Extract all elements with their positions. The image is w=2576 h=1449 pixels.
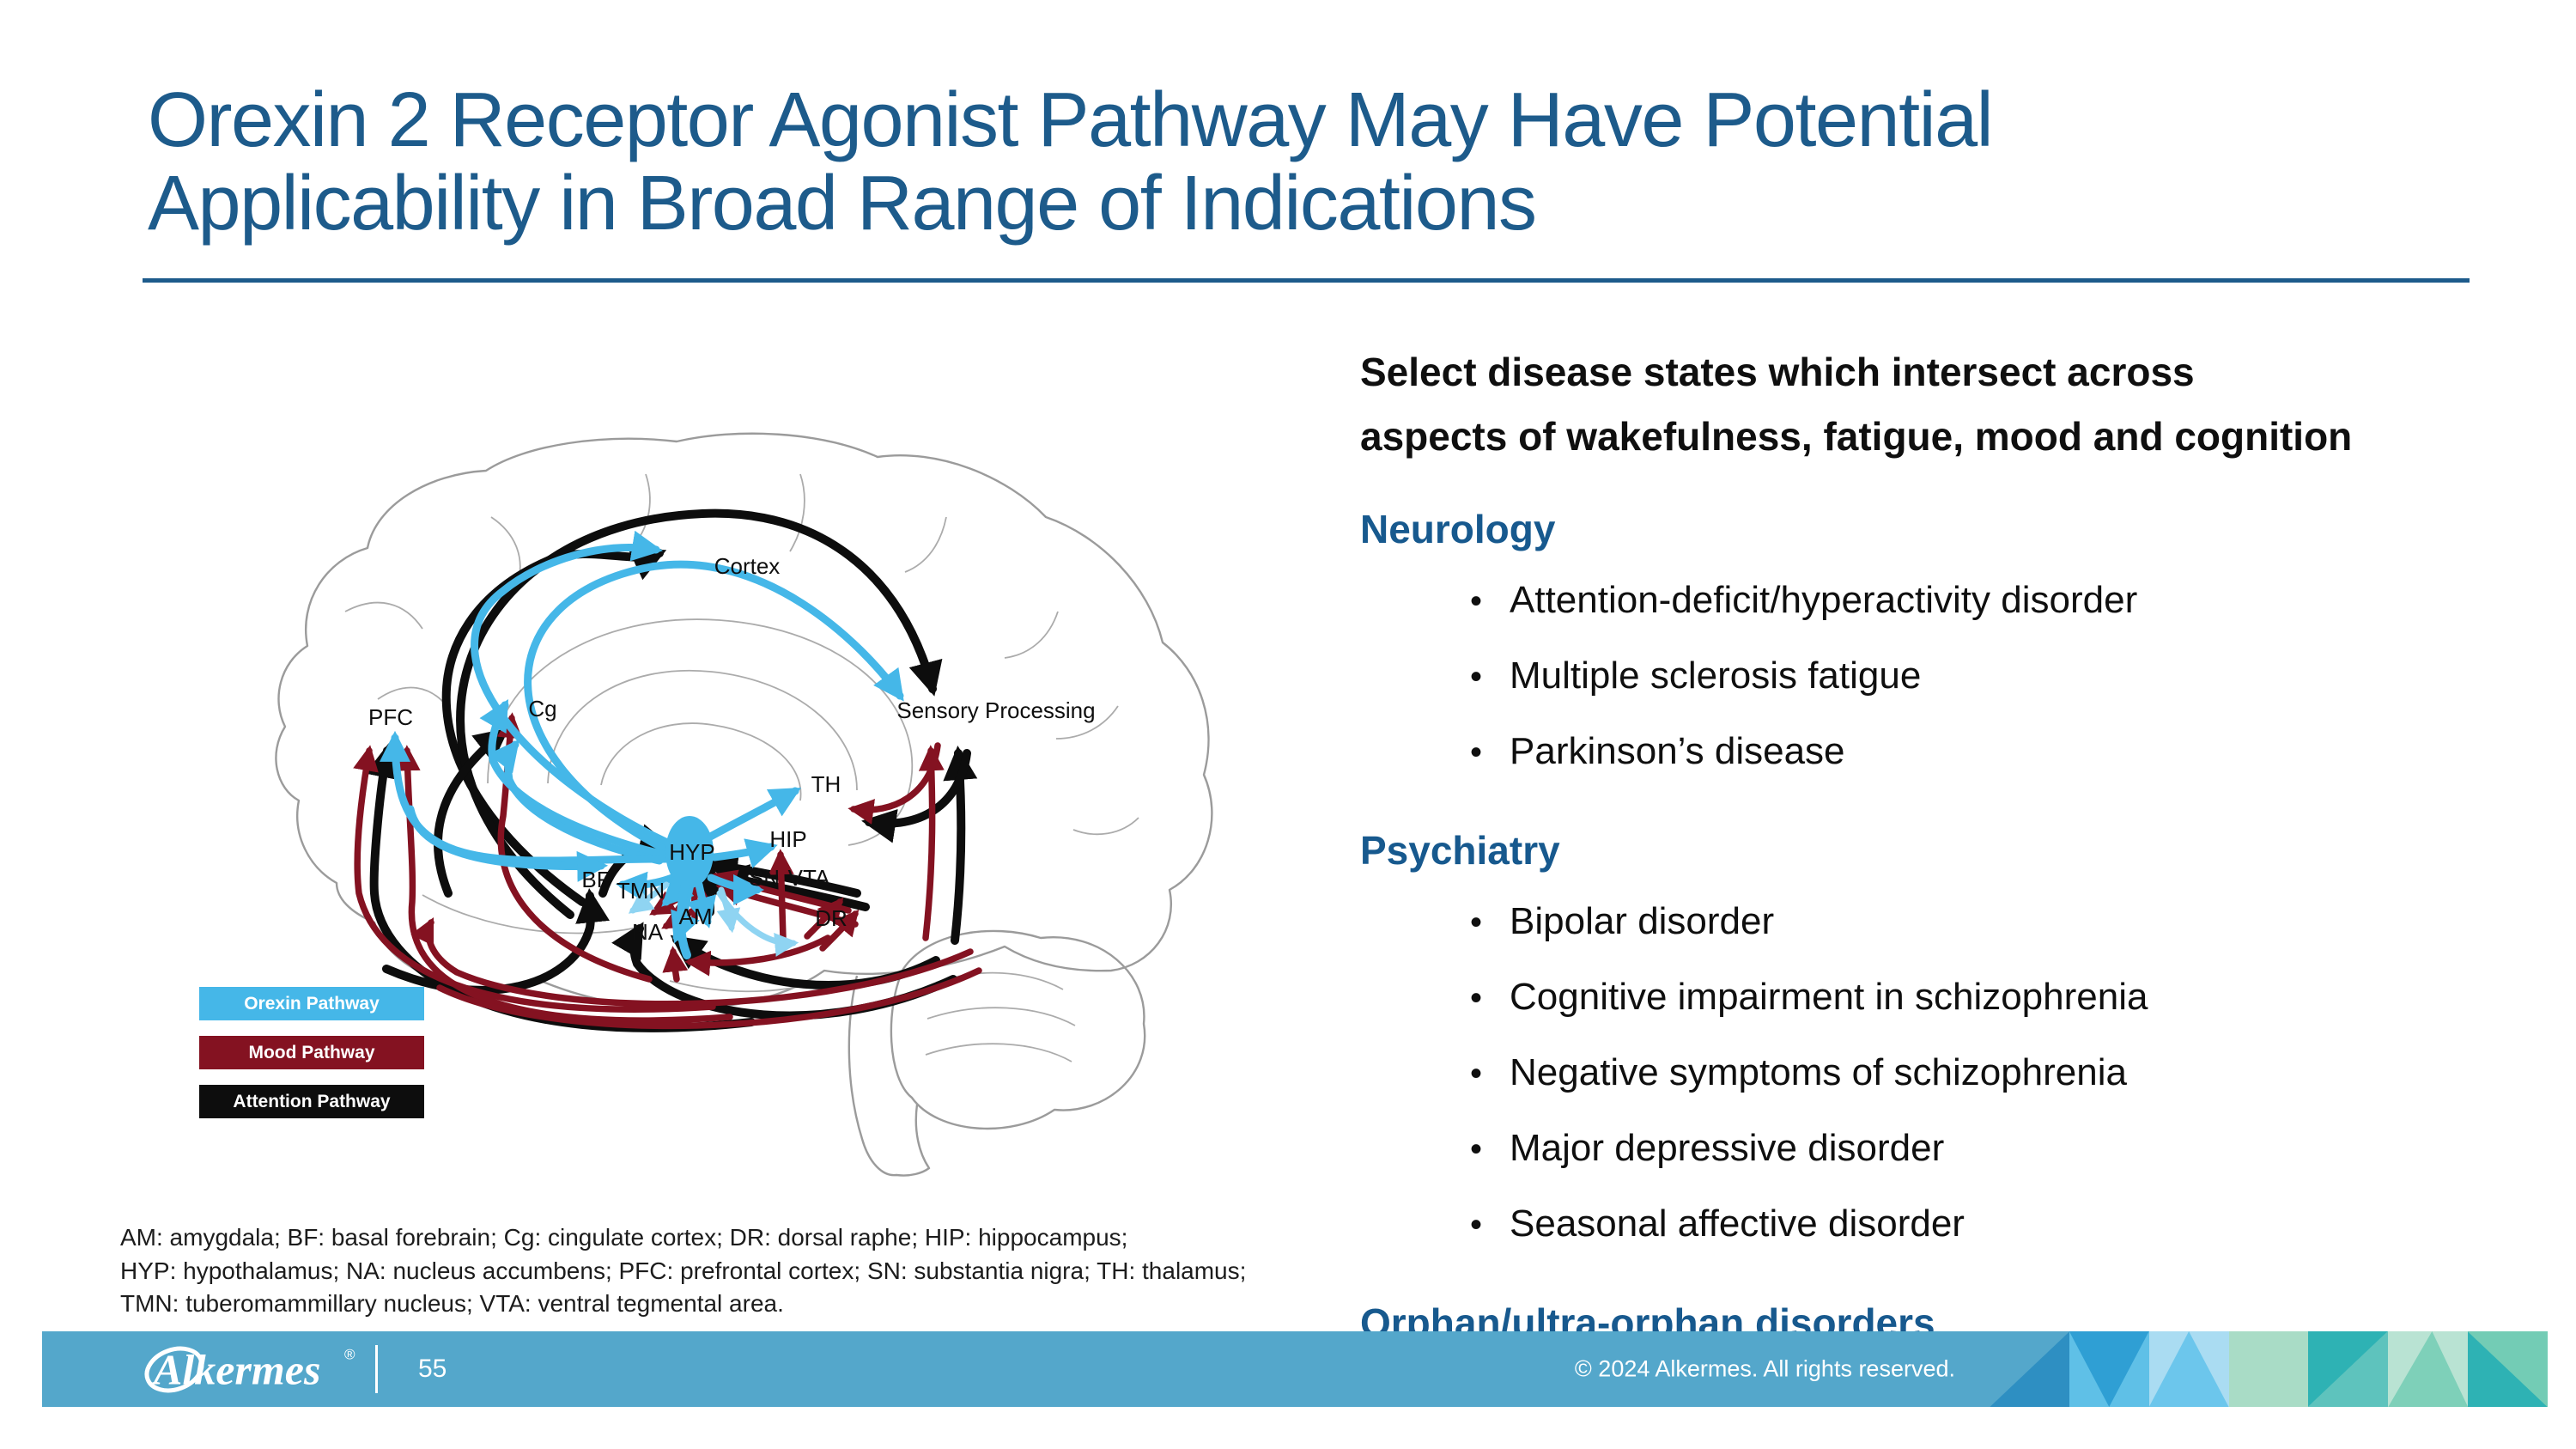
region-label-vta: VTA [788,865,830,891]
bullet-item: • Seasonal affective disorder [1470,1186,2562,1262]
bullet-text: Bipolar disorder [1510,900,1775,943]
panel-heading-line-1: Select disease states which intersect ac… [1360,350,2195,394]
bullet-marker: • [1470,582,1483,621]
bullet-marker: • [1470,904,1483,942]
footer-triangle [2228,1331,2309,1407]
bullet-text: Cognitive impairment in schizophrenia [1510,976,2148,1019]
footer-triangle [2069,1331,2149,1407]
legend-item-attention: Attention Pathway [199,1085,424,1118]
panel-heading: Select disease states which intersect ac… [1360,340,2562,468]
alkermes-logo-svg: Alkermes ® [144,1346,355,1394]
bullet-marker: • [1470,1055,1483,1093]
bullet-item: • Negative symptoms of schizophrenia [1470,1035,2562,1111]
footer-triangle [1990,1331,2069,1407]
registered-mark: ® [344,1347,355,1363]
disease-sections: Neurology • Attention-deficit/hyperactivit… [1360,506,2562,1346]
footer-triangle-decoration [1990,1331,2549,1407]
region-label-am: AM [679,904,713,929]
bullet-marker: • [1470,734,1483,772]
section-title: Neurology [1360,507,1556,552]
abbreviation-footnote: AM: amygdala; BF: basal forebrain; Cg: c… [120,1221,1246,1321]
bullet-item: • Major depressive disorder [1470,1111,2562,1186]
bullet-marker: • [1470,1130,1483,1169]
legend-item-mood: Mood Pathway [199,1036,424,1069]
footer-bar: Alkermes ® 55 © 2024 Alkermes. All right… [42,1331,2549,1407]
orexin-pathway-arrows [380,530,904,957]
bullet-item: • Multiple sclerosis fatigue [1470,638,2562,714]
logo-text: Alkermes [151,1346,320,1394]
disease-states-panel: Select disease states which intersect ac… [1360,340,2562,1346]
slide-title: Orexin 2 Receptor Agonist Pathway May Ha… [148,77,2483,247]
bullet-text: Attention-deficit/hyperactivity disorder [1510,579,2138,622]
region-label-sn: SN [749,865,780,891]
footer-triangle [2468,1331,2549,1407]
slide-title-line-2: Applicability in Broad Range of Indicati… [148,161,1537,247]
footer-divider [375,1345,378,1393]
legend-item-orexin: Orexin Pathway [199,987,424,1020]
bullet-text: Negative symptoms of schizophrenia [1510,1051,2127,1094]
region-label-cg: Cg [528,696,556,721]
bullet-item: • Attention-deficit/hyperactivity disorde… [1470,563,2562,638]
bullet-marker: • [1470,1206,1483,1245]
bullet-item: • Parkinson’s disease [1470,714,2562,789]
bullet-text: Major depressive disorder [1510,1127,1945,1170]
footer-triangle [2388,1331,2469,1407]
bullet-list: • Attention-deficit/hyperactivity disorde… [1360,563,2562,789]
region-label-bf: BF [581,867,610,892]
panel-heading-line-2: aspects of wakefulness, fatigue, mood an… [1360,413,2353,459]
footnote-line: AM: amygdala; BF: basal forebrain; Cg: c… [120,1224,1128,1251]
bullet-text: Parkinson’s disease [1510,730,1845,773]
section-title: Psychiatry [1360,828,1560,874]
slide-title-line-1: Orexin 2 Receptor Agonist Pathway May Ha… [148,77,1994,163]
bullet-item: • Cognitive impairment in schizophrenia [1470,959,2562,1035]
bullet-list: • Bipolar disorder • Cognitive impairment i… [1360,884,2562,1262]
footer-triangle [2148,1331,2229,1407]
footnote-line: TMN: tuberomammillary nucleus; VTA: vent… [120,1290,784,1318]
mood-pathway-arrows [353,712,982,1030]
bullet-text: Seasonal affective disorder [1510,1202,1965,1245]
region-label-cortex: Cortex [714,553,781,579]
region-label-hyp: HYP [669,839,714,865]
logo-swoosh [144,1346,204,1393]
bullet-text: Multiple sclerosis fatigue [1510,654,1922,697]
region-label-pfc: PFC [368,704,413,730]
region-label-na: NA [632,919,664,945]
hypothalamus-blob [665,816,714,959]
title-underline [143,278,2470,283]
bullet-marker: • [1470,658,1483,697]
region-label-th: TH [811,771,841,797]
footnote-line: HYP: hypothalamus; NA: nucleus accumbens… [120,1257,1247,1284]
region-label-hip: HIP [769,826,806,852]
page-number: 55 [418,1355,447,1383]
region-label-sensory-processing: Sensory Processing [896,697,1095,723]
alkermes-logo: Alkermes ® [143,1337,374,1402]
bullet-marker: • [1470,979,1483,1018]
footer-triangle [2308,1331,2389,1407]
region-label-dr: DR [815,905,848,931]
bullet-item: • Bipolar disorder [1470,884,2562,959]
copyright-text: © 2024 Alkermes. All rights reserved. [1574,1355,1955,1382]
region-label-tmn: TMN [617,878,665,904]
